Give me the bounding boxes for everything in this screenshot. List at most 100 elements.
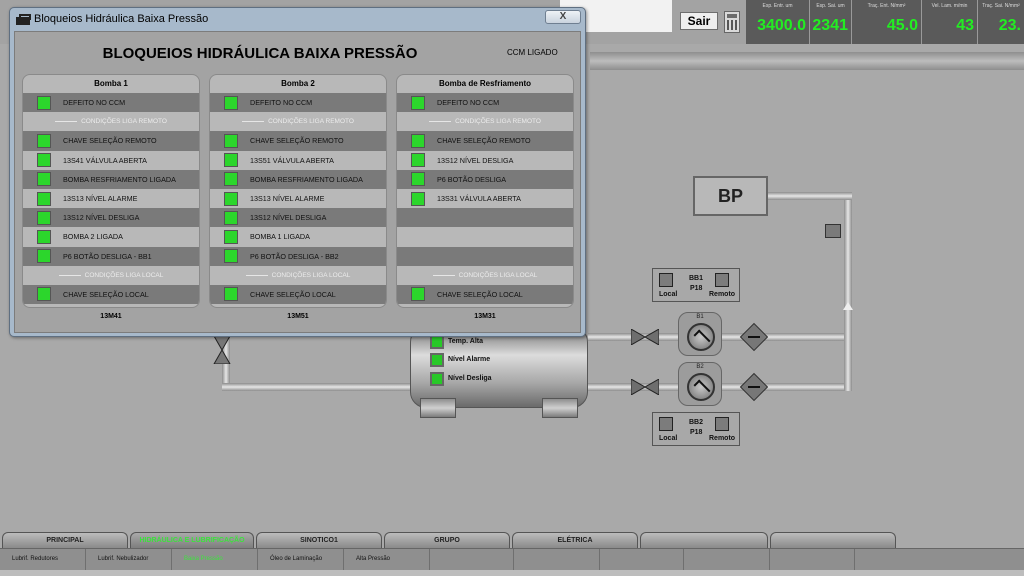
nav-tab[interactable]: ELÉTRICA	[512, 532, 638, 548]
status-led-icon	[37, 229, 51, 244]
separator-line	[429, 121, 452, 123]
nav-subtab[interactable]	[684, 549, 770, 571]
pump-icon	[687, 323, 715, 351]
filter-icon[interactable]	[739, 372, 769, 402]
dialog-title: Bloqueios Hidráulica Baixa Pressão	[34, 13, 209, 25]
status-led-icon	[37, 172, 51, 187]
separator-line	[55, 121, 78, 123]
interlock-row: CHAVE SELEÇÃO LOCAL	[210, 284, 386, 305]
interlock-label: CHAVE SELEÇÃO LOCAL	[250, 289, 336, 299]
status-led-icon	[224, 287, 238, 302]
pump-b2[interactable]: B2	[678, 362, 722, 406]
status-led-icon	[224, 229, 238, 244]
valve-icon[interactable]	[631, 329, 659, 345]
panel-footer: 13M51	[287, 313, 309, 320]
readout-label: Vel. Lam. m/min	[931, 3, 968, 9]
nav-subtab[interactable]	[600, 549, 684, 571]
valve-icon[interactable]	[631, 379, 659, 395]
interlock-label: 13S13 NÍVEL ALARME	[250, 194, 325, 204]
ccm-status: CCM LIGADO	[507, 48, 558, 57]
separator-line	[242, 121, 265, 123]
status-led-icon	[37, 210, 51, 225]
separator-label: CONDIÇÕES LIGA LOCAL	[84, 271, 164, 279]
nav-tab[interactable]: SINOTICO1	[256, 532, 382, 548]
local-indicator[interactable]	[659, 417, 673, 431]
remote-indicator[interactable]	[715, 417, 729, 431]
interlock-label: P6 BOTÃO DESLIGA	[437, 174, 507, 184]
nav-tab[interactable]	[640, 532, 768, 548]
empty-row	[397, 227, 573, 247]
status-led-icon	[411, 172, 425, 187]
interlock-label: BOMBA RESFRIAMENTO LIGADA	[63, 174, 176, 184]
pipe-segment	[768, 192, 852, 200]
nav-subtab[interactable]	[770, 549, 855, 571]
readout-entry-tension: Traç. Ent. N/mm² 45.0	[852, 0, 922, 44]
calculator-icon[interactable]	[724, 11, 740, 33]
interlock-row: 13S12 NÍVEL DESLIGA	[23, 208, 199, 228]
nav-subtab[interactable]: Alta Pressão	[344, 549, 430, 571]
exit-button[interactable]: Sair	[680, 12, 718, 30]
interlock-label: CHAVE SELEÇÃO REMOTO	[250, 136, 344, 146]
interlock-row: 13S41 VÁLVULA ABERTA	[23, 150, 199, 170]
interlock-row: 13S12 NÍVEL DESLIGA	[210, 208, 386, 228]
filter-icon[interactable]	[739, 322, 769, 352]
interlock-label: CHAVE SELEÇÃO REMOTO	[437, 136, 531, 146]
indicator-label: Temp. Alta	[448, 338, 484, 345]
readout-rolling-speed: Vel. Lam. m/min 43	[922, 0, 978, 44]
bp-block[interactable]: BP	[693, 176, 768, 216]
interlock-row: 13S12 NÍVEL DESLIGA	[397, 150, 573, 170]
nav-subtab[interactable]: Lubrif. Nebulizador	[86, 549, 172, 571]
pump-box-subtitle: P18	[690, 285, 703, 292]
nav-subtab[interactable]: Lubrif. Redutores	[0, 549, 86, 571]
separator-line	[58, 274, 81, 276]
interlock-row: DEFEITO NO CCM	[397, 93, 573, 113]
readout-value: 43	[956, 17, 974, 34]
panel-footer: 13M41	[100, 313, 122, 320]
close-button[interactable]: X	[545, 10, 581, 24]
interlock-row: 13S13 NÍVEL ALARME	[210, 188, 386, 209]
interlock-row: P6 BOTÃO DESLIGA - BB1	[23, 246, 199, 266]
interlock-row: BOMBA 2 LIGADA	[23, 227, 199, 247]
readout-label: Esp. Sai. um	[816, 3, 845, 9]
dialog-titlebar[interactable]: Bloqueios Hidráulica Baixa Pressão X	[10, 8, 585, 30]
panel-title: Bomba 1	[94, 79, 128, 88]
interlock-label: BOMBA 2 LIGADA	[63, 232, 123, 242]
nav-tab[interactable]	[770, 532, 896, 548]
separator-label: CONDIÇÕES LIGA REMOTO	[81, 118, 167, 126]
interlock-label: DEFEITO NO CCM	[63, 98, 126, 108]
pump-b1[interactable]: B1	[678, 312, 722, 356]
nav-tab[interactable]: GRUPO	[384, 532, 510, 548]
nav-subtab[interactable]	[430, 549, 514, 571]
nav-subtab[interactable]: Óleo de Laminação	[258, 549, 344, 571]
nav-subtab[interactable]: Baixa Pressão	[172, 549, 258, 571]
valve-vertical-icon[interactable]	[212, 336, 232, 364]
status-led-icon	[224, 172, 238, 187]
separator-label: CONDIÇÕES LIGA LOCAL	[271, 271, 351, 279]
status-led-icon	[411, 191, 425, 206]
local-indicator[interactable]	[659, 273, 673, 287]
status-led-icon	[224, 249, 238, 264]
separator-label: CONDIÇÕES LIGA REMOTO	[455, 118, 541, 126]
nav-tab[interactable]: HIDRÁULICA E LUBRIFICAÇÃO	[130, 532, 254, 548]
interlock-label: 13S41 VÁLVULA ABERTA	[63, 155, 147, 165]
status-led-icon	[37, 249, 51, 264]
readout-exit-tension: Traç. Sai. N/mm² 23.	[978, 0, 1024, 44]
nav-subtab[interactable]	[514, 549, 600, 571]
status-square	[825, 224, 841, 238]
interlock-label: 13S51 VÁLVULA ABERTA	[250, 155, 334, 165]
interlock-label: P6 BOTÃO DESLIGA - BB1	[63, 251, 152, 261]
remote-indicator[interactable]	[715, 273, 729, 287]
readout-value: 23.	[998, 17, 1021, 34]
interlock-row: CHAVE SELEÇÃO REMOTO	[23, 131, 199, 151]
interlock-row: BOMBA RESFRIAMENTO LIGADA	[210, 169, 386, 189]
pump-label: B2	[696, 364, 704, 370]
separator-line	[432, 274, 455, 276]
nav-tab[interactable]: PRINCIPAL	[2, 532, 128, 548]
status-led-icon	[224, 133, 238, 148]
pipe-segment	[222, 383, 410, 391]
remote-label: Remoto	[709, 291, 736, 298]
interlocks-dialog: Bloqueios Hidráulica Baixa Pressão X BLO…	[9, 7, 586, 337]
interlock-row: 13S31 VÁLVULA ABERTA	[397, 188, 573, 209]
interlock-row: P6 BOTÃO DESLIGA - BB2	[210, 246, 386, 266]
